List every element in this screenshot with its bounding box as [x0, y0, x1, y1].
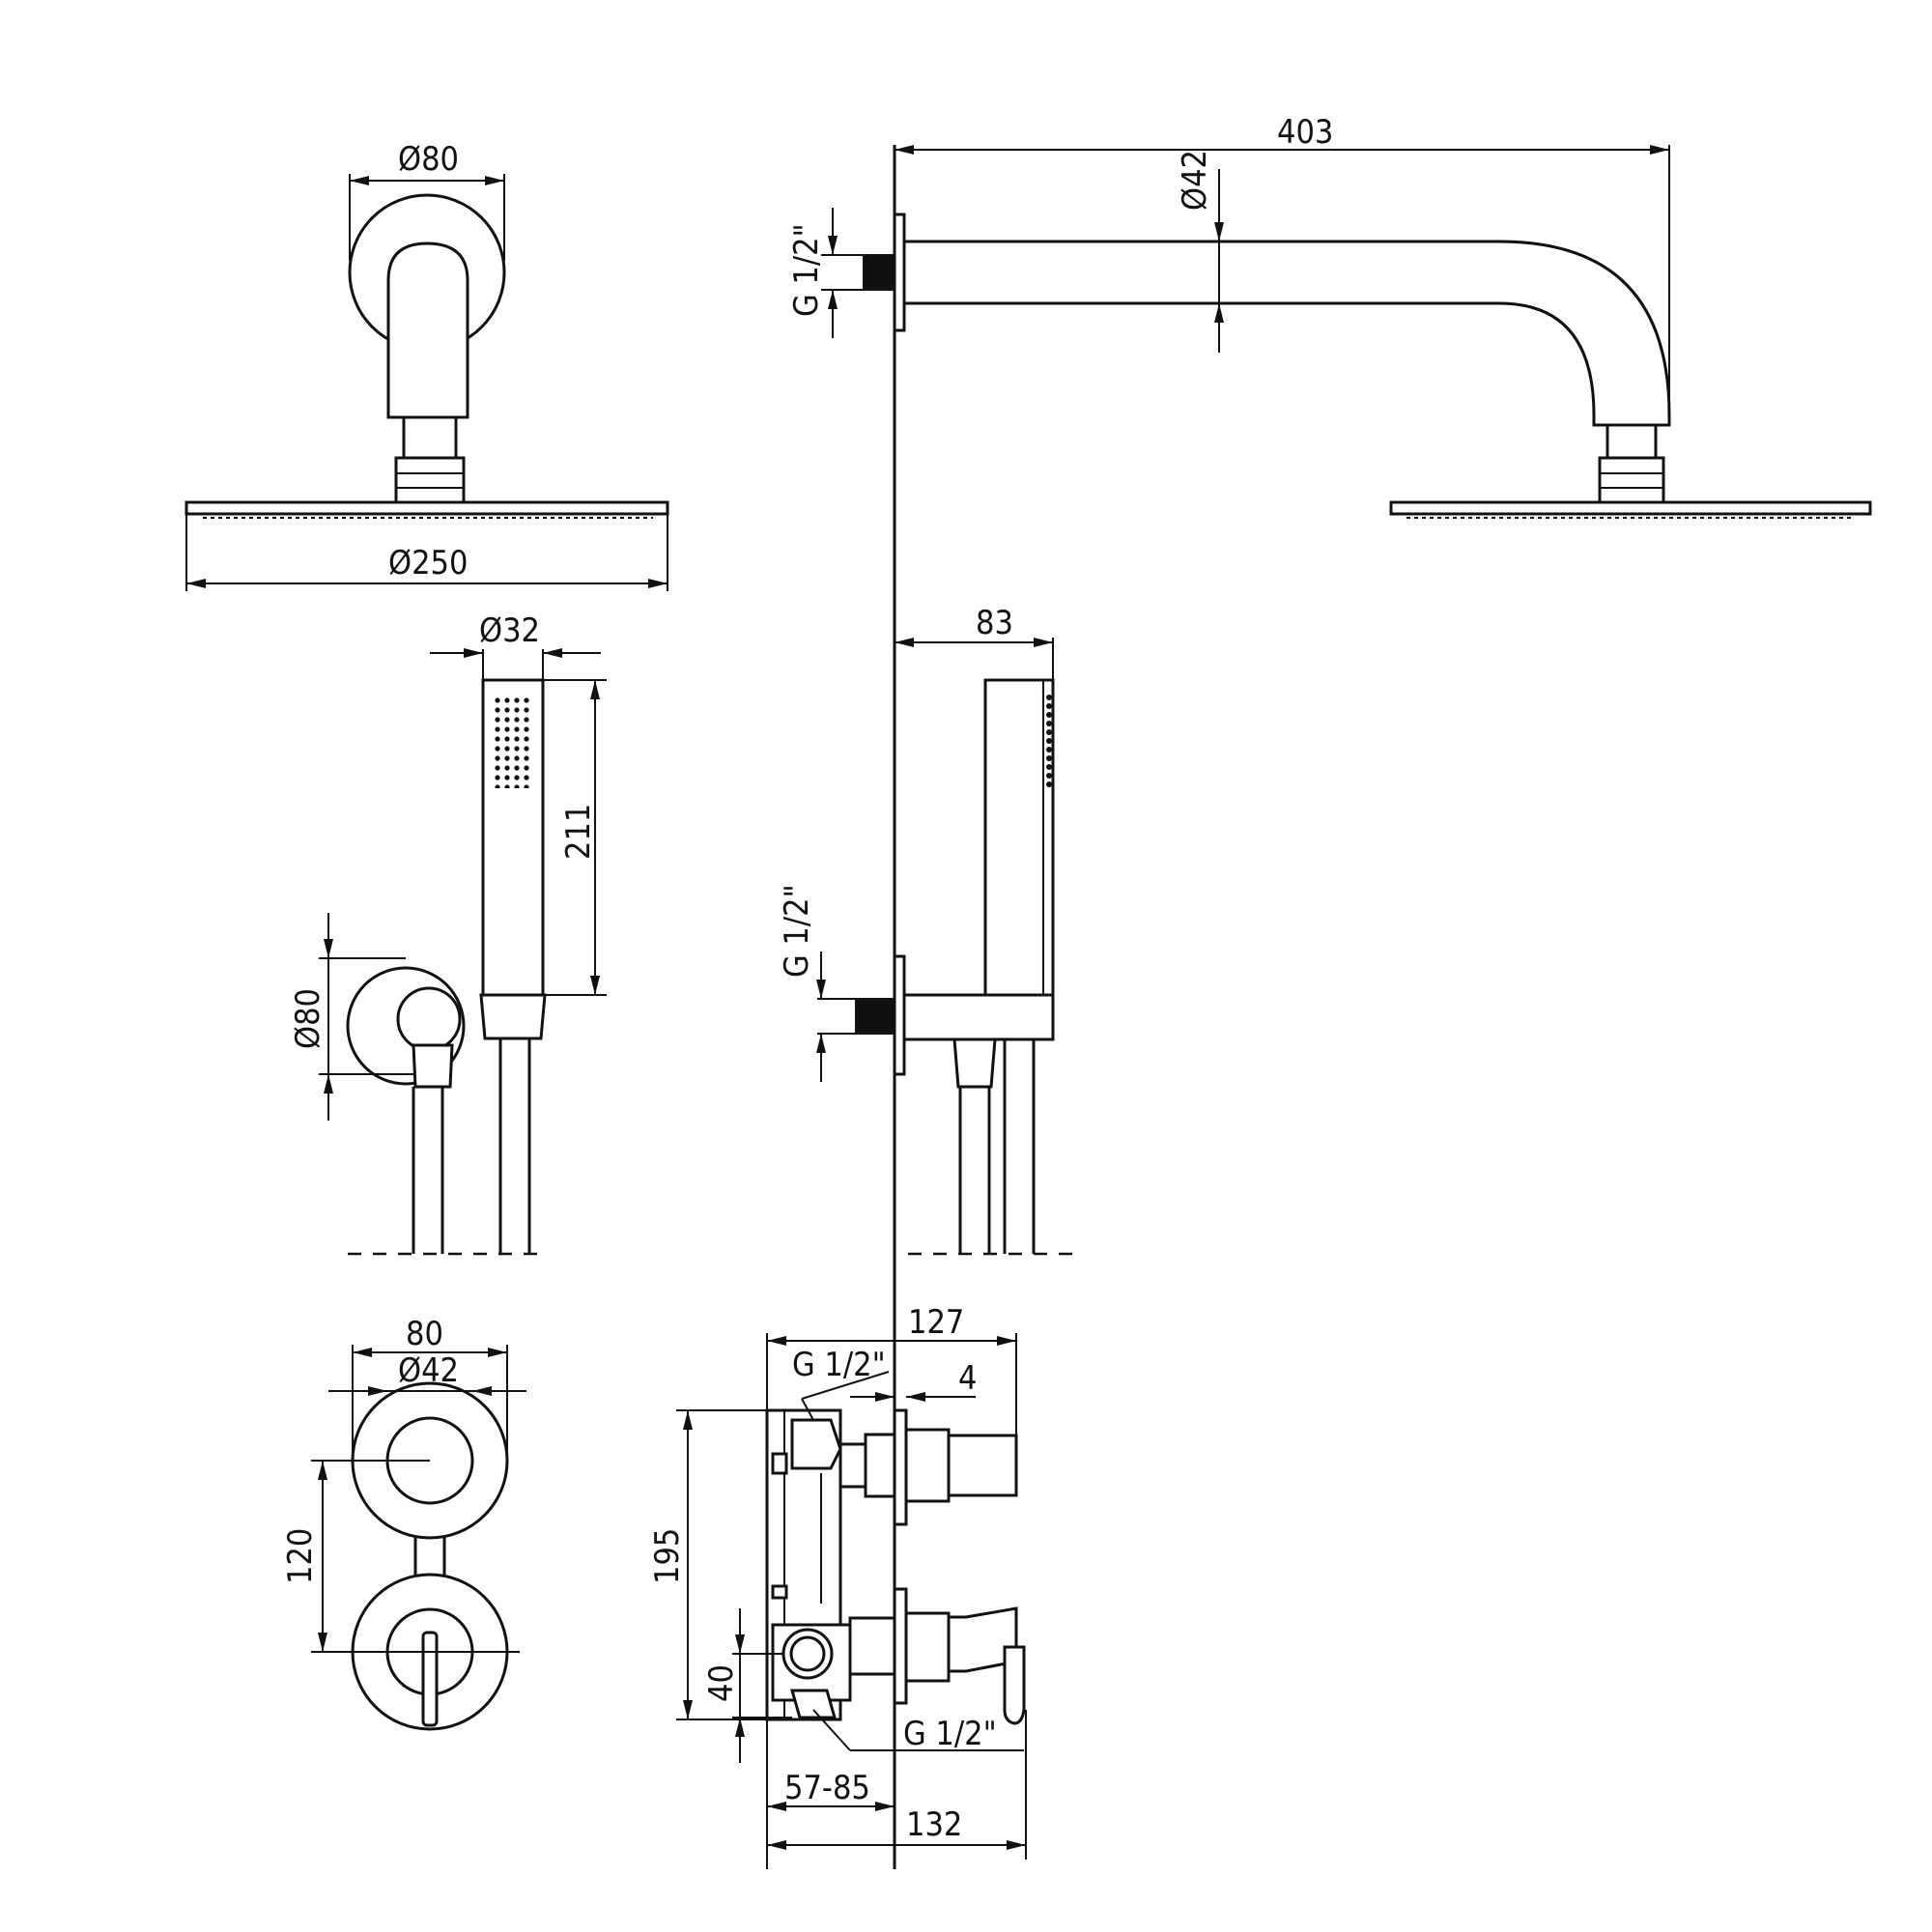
- dim-depth-range: 57-85: [784, 1769, 870, 1807]
- dim-head-dia: Ø80: [398, 140, 459, 179]
- dim-thread-top: G 1/2": [787, 223, 826, 317]
- dim-mixer-spacing: 120: [281, 1528, 320, 1584]
- dim-depth-132: 132: [906, 1805, 962, 1844]
- shower-arm-side-view: 403 Ø42 G 1/2": [787, 113, 1872, 519]
- dim-thread-mixer-top: G 1/2": [792, 1346, 886, 1384]
- dim-height-40: 40: [702, 1664, 741, 1702]
- dim-arm-dia: Ø42: [1176, 150, 1214, 211]
- dim-plate-dia: Ø250: [388, 544, 468, 582]
- dim-thread-mixer-bottom: G 1/2": [903, 1715, 997, 1753]
- dim-holder-proj: 83: [976, 604, 1013, 642]
- dim-hand-dia: Ø32: [479, 611, 540, 650]
- mixer-front-view: 80 Ø42 120: [281, 1315, 526, 1731]
- mixer-side-view: 127 4 G 1/2" 195 40 G 1/2" 57-85 132: [648, 1303, 1027, 1869]
- dim-depth-127: 127: [908, 1303, 964, 1342]
- hand-shower-front-view: Ø32 211 Ø80: [289, 611, 607, 1256]
- shower-head-front-view: Ø80 Ø250: [185, 140, 669, 591]
- dim-thread-mid: G 1/2": [778, 884, 816, 978]
- dim-mixer-width: 80: [406, 1315, 443, 1353]
- dim-hand-len: 211: [559, 804, 598, 860]
- dim-holder-dia: Ø80: [289, 988, 327, 1049]
- nozzle-row: [1046, 695, 1052, 787]
- hand-shower-side-view: 83 G 1/2": [778, 604, 1082, 1256]
- dim-arm-length: 403: [1277, 113, 1333, 152]
- dim-offset-4: 4: [958, 1359, 977, 1398]
- dim-mixer-dia: Ø42: [398, 1351, 459, 1390]
- dim-height-195: 195: [648, 1528, 687, 1584]
